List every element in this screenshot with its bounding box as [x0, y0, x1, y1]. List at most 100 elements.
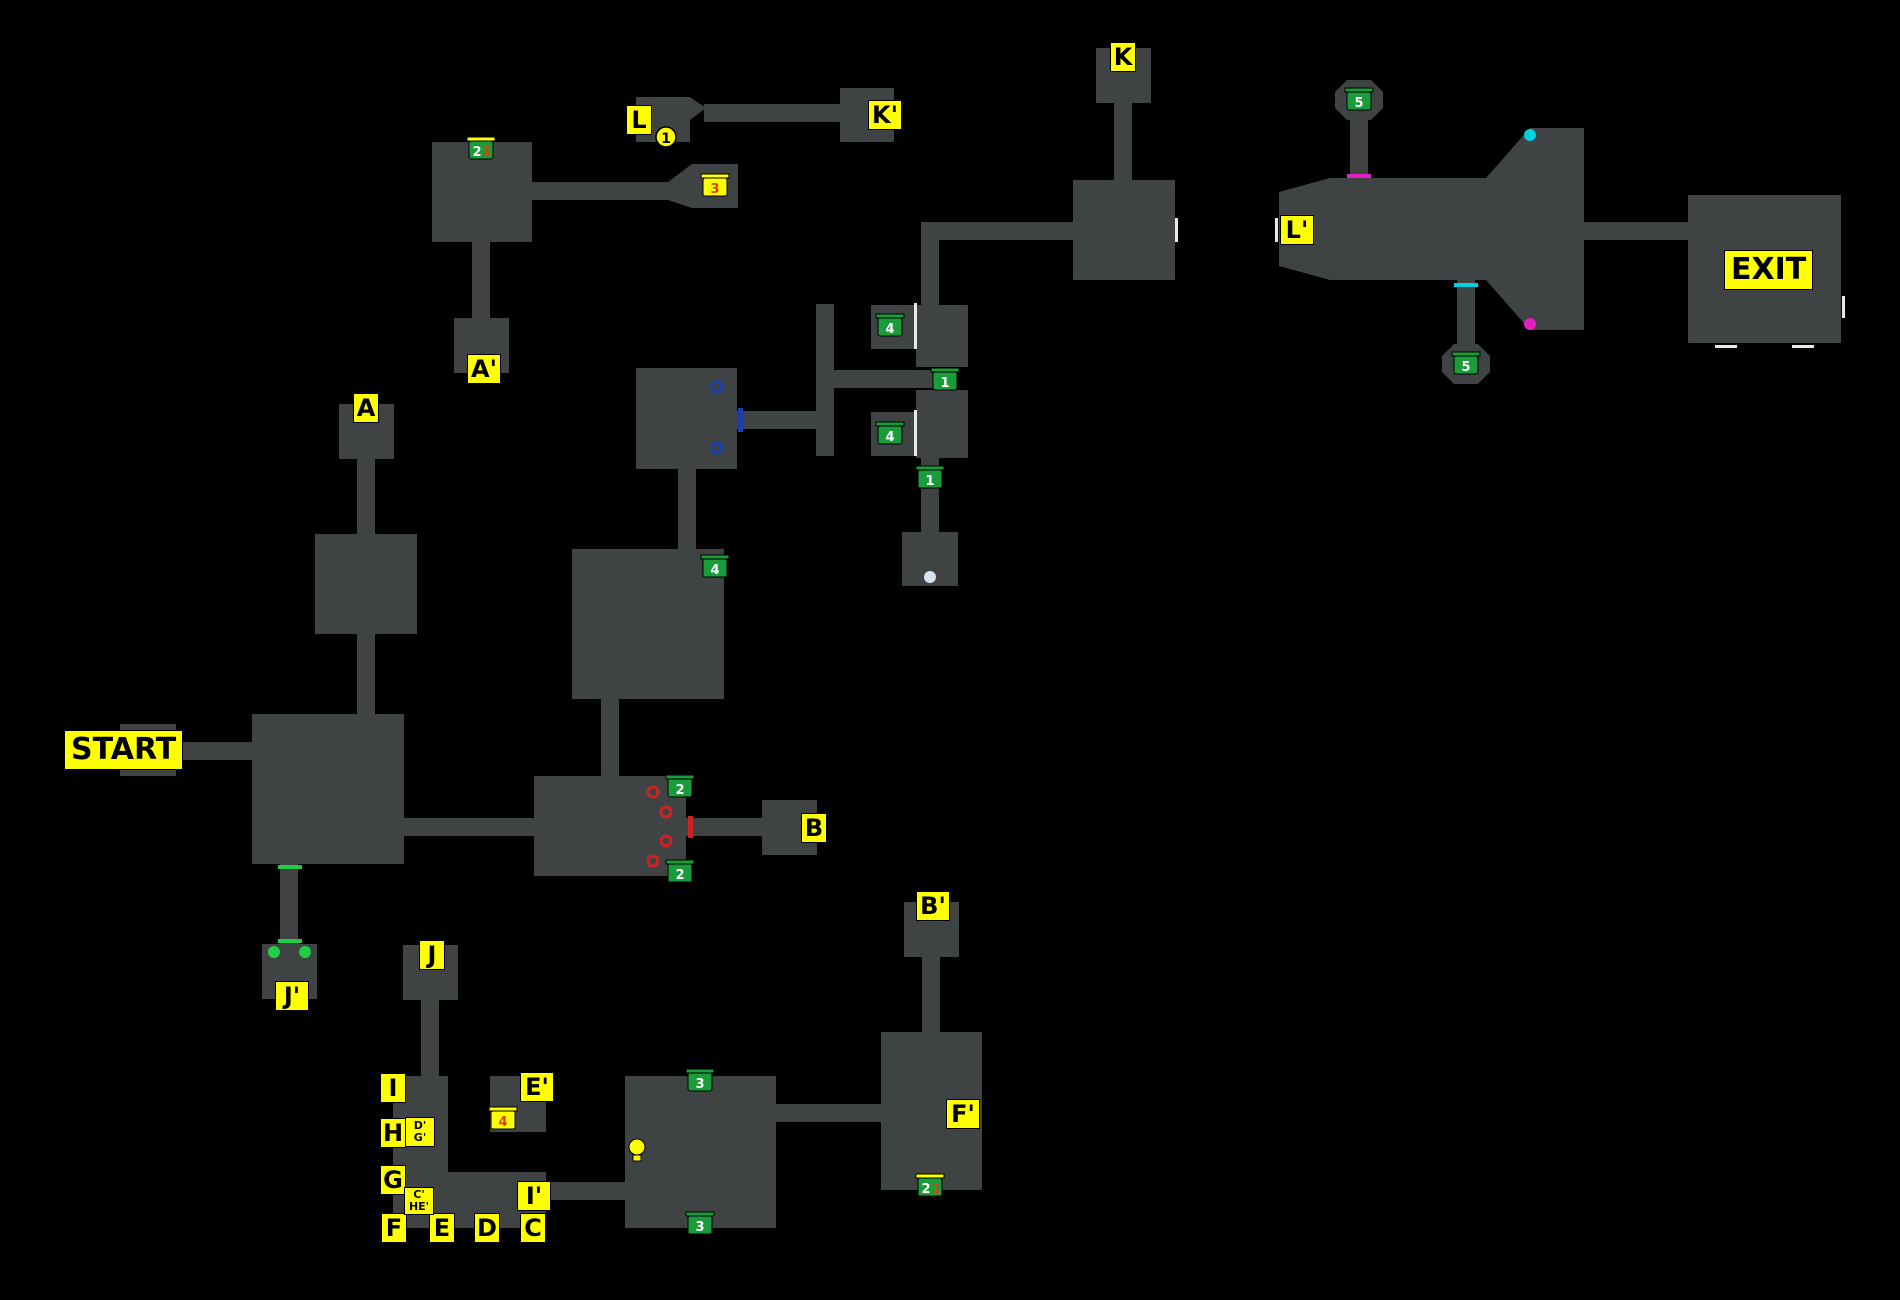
warp-label-l-prime: L': [1280, 215, 1314, 245]
chest-green[interactable]: 2: [665, 859, 695, 883]
chest-number-secondary: 1: [931, 1182, 940, 1197]
big-middle-room: [572, 549, 724, 699]
warp-label-g-prime: G': [413, 1131, 427, 1144]
floor-layout: [120, 48, 1841, 1228]
white-bar-2: [914, 410, 917, 456]
warp-label-f-prime: F': [946, 1099, 980, 1129]
corridor-start-down: [280, 862, 298, 944]
green-door-bottom: [278, 939, 302, 943]
chest-mixed[interactable]: 2 1: [466, 136, 496, 160]
chest-number: 5: [1354, 96, 1363, 111]
chest-green[interactable]: 4: [700, 554, 730, 578]
chest-green[interactable]: 3: [685, 1068, 715, 1092]
cyan-door: [1454, 283, 1478, 287]
corridor-yellow-3: [530, 182, 670, 200]
warp-label-d-prime: D': [413, 1119, 427, 1132]
chest-green[interactable]: 5: [1344, 87, 1374, 111]
warp-label-j-prime: J': [275, 981, 309, 1011]
warp-label-b-prime: B': [916, 891, 950, 921]
chest-number: 1: [940, 376, 949, 391]
warp-label-b: B: [801, 813, 827, 843]
chest-yellow[interactable]: 3: [700, 173, 730, 197]
chest-number: 4: [498, 1115, 507, 1130]
corridor-chest5-top: [1350, 110, 1368, 180]
chest-number: 3: [695, 1220, 704, 1235]
exit-label: EXIT: [1724, 250, 1814, 290]
chest-number: 4: [710, 563, 719, 578]
red-switch-room: [534, 776, 686, 876]
chest-number: 2: [675, 868, 684, 883]
chest-green[interactable]: 4: [875, 313, 905, 337]
white-bar-4: [1275, 218, 1278, 242]
chest-green[interactable]: 4: [875, 421, 905, 445]
corridor-blue: [678, 466, 696, 552]
warp-label-f: F: [381, 1213, 407, 1243]
warp-label-c-prime: C': [413, 1188, 425, 1201]
corridor-start-mid: [400, 818, 538, 836]
warp-label-i-prime: I': [517, 1181, 551, 1211]
warp-label-k: K: [1110, 42, 1136, 72]
white-bar-7: [1792, 345, 1814, 348]
lightbulb-base: [632, 1154, 642, 1162]
red-switch-2[interactable]: [659, 805, 673, 819]
warp-label-i: I: [380, 1073, 406, 1103]
corridor-i-prime: [544, 1182, 628, 1200]
warp-label-c: C: [520, 1213, 546, 1243]
corridor-up-k: [921, 222, 939, 310]
warp-label-l: L: [626, 105, 652, 135]
chest-mixed[interactable]: 2 1: [915, 1173, 945, 1197]
start-corridor: [170, 742, 255, 760]
magenta-door: [1347, 174, 1371, 178]
corridor-a: [357, 455, 375, 537]
chest-number: 3: [695, 1077, 704, 1092]
room-chest-3: [625, 1076, 776, 1228]
corridor-a-prime: [472, 240, 490, 322]
corridor-k-east: [921, 222, 1075, 240]
chest-green[interactable]: 1: [915, 465, 945, 489]
chest-yellow[interactable]: 4: [488, 1106, 518, 1130]
warp-label-he-prime: HE': [408, 1200, 430, 1213]
blue-door: [738, 408, 743, 432]
red-switch-4[interactable]: [646, 854, 660, 868]
chest-green[interactable]: 2: [665, 774, 695, 798]
yellow-marker-1[interactable]: [655, 126, 677, 148]
chest-number: 1: [925, 474, 934, 489]
corridor-chest1: [834, 370, 954, 388]
blue-switch-1[interactable]: [710, 380, 724, 394]
chest-number: 2: [675, 783, 684, 798]
vertical-bar: [816, 304, 834, 456]
corridor-blue-east: [735, 411, 818, 429]
lightbulb-icon[interactable]: [628, 1138, 646, 1156]
corridor-b: [684, 818, 764, 836]
corridor-exit: [1582, 222, 1690, 240]
cyan-switch[interactable]: [1524, 129, 1536, 141]
green-switch-2[interactable]: [299, 946, 311, 958]
warp-label-d: D: [474, 1213, 500, 1243]
start-label: START: [64, 730, 184, 770]
warp-label-c-he-prime: C' HE': [404, 1187, 434, 1215]
warp-label-h: H: [380, 1118, 406, 1148]
warp-label-a: A: [353, 393, 379, 423]
white-orb[interactable]: [924, 571, 936, 583]
chest-number: 4: [885, 322, 894, 337]
red-switch-3[interactable]: [659, 834, 673, 848]
chest-green[interactable]: 5: [1451, 351, 1481, 375]
chest-number: 5: [1461, 360, 1470, 375]
green-switch-1[interactable]: [268, 946, 280, 958]
chest-number: 4: [885, 430, 894, 445]
yellow-marker-1-glyph: 1: [661, 131, 671, 147]
start-room: [252, 714, 404, 864]
blue-switch-2[interactable]: [710, 441, 724, 455]
warp-label-j: J: [419, 940, 445, 970]
warp-label-g: G: [380, 1165, 406, 1195]
chest-number: 3: [710, 182, 719, 197]
chest-green[interactable]: 1: [930, 367, 960, 391]
magenta-switch[interactable]: [1524, 318, 1536, 330]
warp-label-k-prime: K': [868, 100, 902, 130]
warp-label-a-prime: A': [467, 354, 501, 384]
chest-green[interactable]: 3: [685, 1211, 715, 1235]
red-switch-1[interactable]: [646, 785, 660, 799]
chests: 1 1 2 2 3 3 4 4: [466, 87, 1481, 1235]
white-bar-3: [1175, 218, 1178, 242]
